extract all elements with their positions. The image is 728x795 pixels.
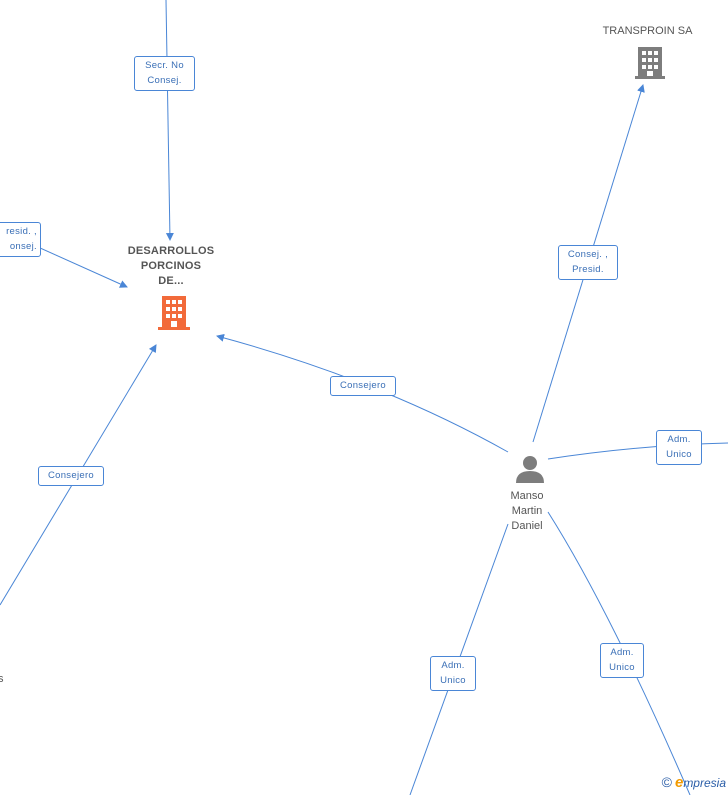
building-icon[interactable] (158, 296, 190, 330)
edge-label-secr-no-consej: Secr. No Consej. (134, 56, 195, 91)
copyright-symbol: © (661, 774, 672, 790)
edge-label-consejero-left: Consejero (38, 466, 104, 486)
main-company-label[interactable]: DESARROLLOS PORCINOS DE... (127, 245, 215, 287)
edge-label-adm-unico-right: Adm. Unico (656, 430, 702, 465)
left-partial-label[interactable]: s (0, 673, 4, 685)
edge-label-adm-unico-bottom-left: Adm. Unico (430, 656, 476, 691)
empresia-watermark: ©empresia (662, 774, 726, 791)
edge-top-to-main (165, 0, 174, 241)
edge-label-adm-unico-bottom-right: Adm. Unico (600, 643, 644, 678)
edge-label-consej-presid: Consej. , Presid. (558, 245, 618, 280)
edge-person-bottom-right (547, 511, 691, 795)
edge-person-right (547, 442, 728, 460)
edge-label-presid-consej: resid. , onsej. (0, 222, 41, 257)
empresia-brand: mpresia (683, 776, 726, 790)
building-icon[interactable] (635, 47, 665, 79)
edge-label-consejero-person: Consejero (330, 376, 396, 396)
empresia-logo-e: e (674, 774, 684, 791)
transproin-label[interactable]: TRANSPROIN SA (602, 25, 693, 37)
person-icon[interactable] (516, 456, 544, 483)
person-label[interactable]: Manso Martin Daniel (510, 490, 544, 532)
